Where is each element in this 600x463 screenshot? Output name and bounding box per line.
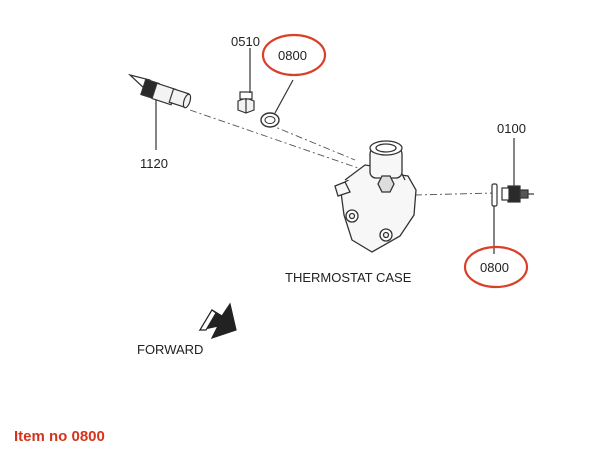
highlight-ring-0800-top — [261, 33, 327, 77]
thermostat-case-part[interactable] — [334, 140, 417, 253]
label-0100: 0100 — [497, 121, 526, 136]
forward-arrow-icon — [198, 302, 237, 340]
highlight-ring-0800-right — [463, 245, 529, 289]
washer-0800-right-part[interactable] — [491, 183, 498, 207]
thermostat-case-label: THERMOSTAT CASE — [285, 270, 412, 285]
label-0800-top: 0800 — [278, 48, 307, 63]
leader-0800-top — [274, 79, 294, 114]
plug-0510-part[interactable] — [237, 91, 255, 114]
switch-0100-part[interactable] — [501, 185, 534, 203]
label-0510: 0510 — [231, 34, 260, 49]
label-0800-right: 0800 — [480, 260, 509, 275]
forward-label: FORWARD — [137, 342, 203, 357]
item-number-note: Item no 0800 — [14, 428, 105, 445]
sensor-1120-part[interactable] — [127, 73, 192, 109]
washer-0800-top-hole — [264, 116, 276, 124]
assembly-lines — [189, 109, 496, 196]
label-1120: 1120 — [140, 156, 168, 171]
